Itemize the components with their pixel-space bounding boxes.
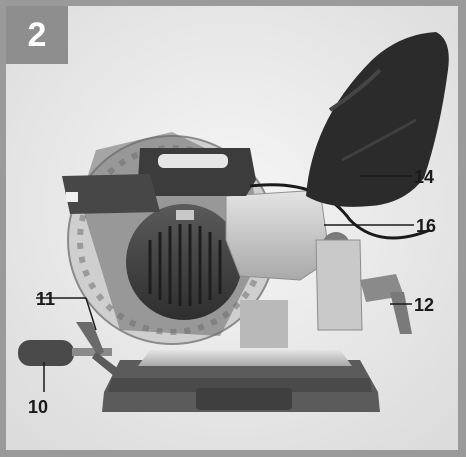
frame-border-right [458,0,466,457]
callout-11: 11 [36,289,56,309]
callout-12: 12 [414,295,435,315]
dust-bag [306,32,449,207]
mitre-handle [18,340,74,366]
callout-16: 16 [416,216,437,236]
side-handle [62,174,160,214]
clamp-crank [76,322,104,356]
figure-number-badge: 2 [6,6,68,64]
frame-border-left [0,0,6,457]
bevel-support [315,239,363,331]
power-cable [249,183,431,240]
callout-14: 14 [414,167,435,187]
frame-border-top [0,0,466,6]
turntable [138,350,352,366]
fence [240,300,288,348]
callout-10: 10 [28,397,49,417]
frame-border-bottom [0,450,466,457]
motor-housing [126,204,242,320]
mitre-saw-photo [6,6,458,450]
